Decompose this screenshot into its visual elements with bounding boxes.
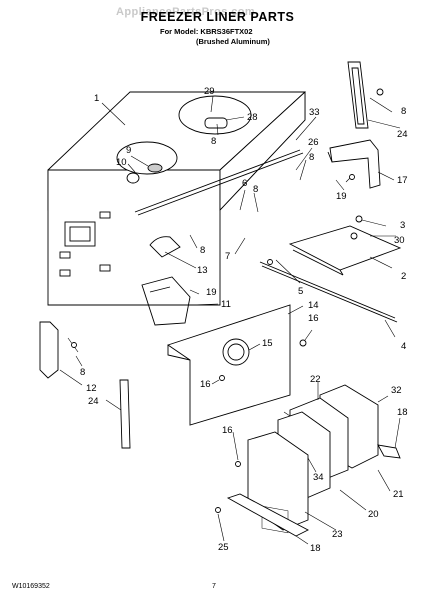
label-17: 17 — [397, 175, 408, 186]
label-23: 23 — [332, 529, 343, 540]
label-19b: 19 — [206, 287, 217, 298]
label-8e: 8 — [200, 245, 205, 256]
label-32: 32 — [391, 385, 402, 396]
label-10: 10 — [116, 157, 127, 168]
document-number: W10169352 — [12, 583, 50, 590]
label-24a: 24 — [397, 129, 408, 140]
label-1: 1 — [94, 93, 99, 104]
model-line: For Model: KBRS36FTX02 — [160, 27, 253, 36]
drawer-panel-assembly — [215, 382, 401, 545]
part-number-labels: 1 29 28 8 9 10 33 26 8 6 8 17 19 24 8 3 … — [80, 86, 408, 554]
hinge-bracket-upper — [327, 61, 401, 191]
label-14: 14 — [308, 300, 319, 311]
label-7: 7 — [225, 251, 230, 262]
label-16a: 16 — [308, 313, 319, 324]
evaporator-cover — [166, 304, 313, 426]
label-33: 33 — [309, 107, 320, 118]
label-8a: 8 — [211, 136, 216, 147]
label-16b: 16 — [200, 379, 211, 390]
label-8b: 8 — [309, 152, 314, 163]
label-11: 11 — [221, 299, 231, 310]
label-28: 28 — [247, 112, 258, 123]
label-8f: 8 — [80, 367, 85, 378]
label-6: 6 — [242, 178, 247, 189]
label-2: 2 — [401, 271, 406, 282]
label-34: 34 — [313, 472, 324, 483]
leader-lines — [101, 95, 317, 306]
label-20: 20 — [368, 509, 379, 520]
finish-line: (Brushed Aluminum) — [196, 37, 270, 46]
freezer-liner-box — [47, 90, 306, 326]
label-13: 13 — [197, 265, 208, 276]
label-26: 26 — [308, 137, 319, 148]
watermark: AppliancePartsPros.com — [116, 6, 256, 18]
label-12: 12 — [86, 383, 97, 394]
label-16c: 16 — [222, 425, 233, 436]
label-8c: 8 — [253, 184, 258, 195]
drip-tray — [259, 215, 402, 338]
label-18a: 18 — [397, 407, 408, 418]
page-title: FREEZER LINER PARTS — [140, 10, 295, 24]
left-hinge-bracket — [39, 321, 131, 449]
label-21: 21 — [393, 489, 404, 500]
label-18b: 18 — [310, 543, 321, 554]
label-22: 22 — [310, 374, 321, 385]
label-8d: 8 — [401, 106, 406, 117]
label-24b: 24 — [88, 396, 99, 407]
label-29: 29 — [204, 86, 215, 97]
label-30: 30 — [394, 235, 405, 246]
label-25: 25 — [218, 542, 229, 553]
label-19a: 19 — [336, 191, 347, 202]
label-3: 3 — [400, 220, 405, 231]
label-9: 9 — [126, 145, 131, 156]
label-4: 4 — [401, 341, 406, 352]
label-15: 15 — [262, 338, 273, 349]
page-number: 7 — [212, 583, 216, 590]
label-5: 5 — [298, 286, 303, 297]
